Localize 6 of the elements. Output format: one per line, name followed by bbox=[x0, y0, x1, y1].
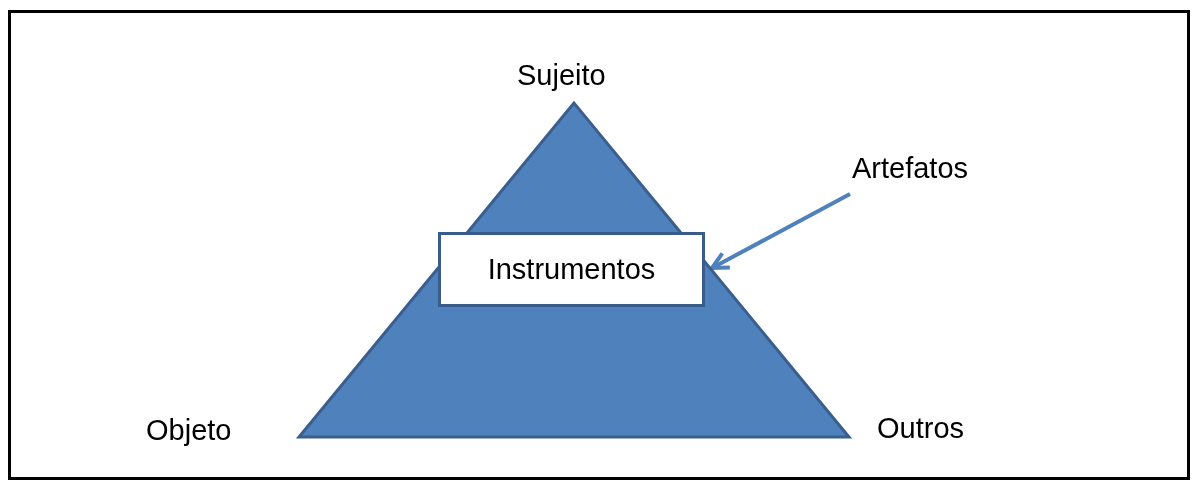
annotation-text: Artefatos bbox=[852, 150, 1022, 186]
vertex-label: Objeto bbox=[146, 416, 232, 445]
text-box: Instrumentos bbox=[438, 232, 705, 307]
arrow bbox=[710, 192, 851, 270]
vertex-label: Outros bbox=[877, 414, 965, 443]
vertex-label: Sujeito bbox=[517, 61, 606, 90]
